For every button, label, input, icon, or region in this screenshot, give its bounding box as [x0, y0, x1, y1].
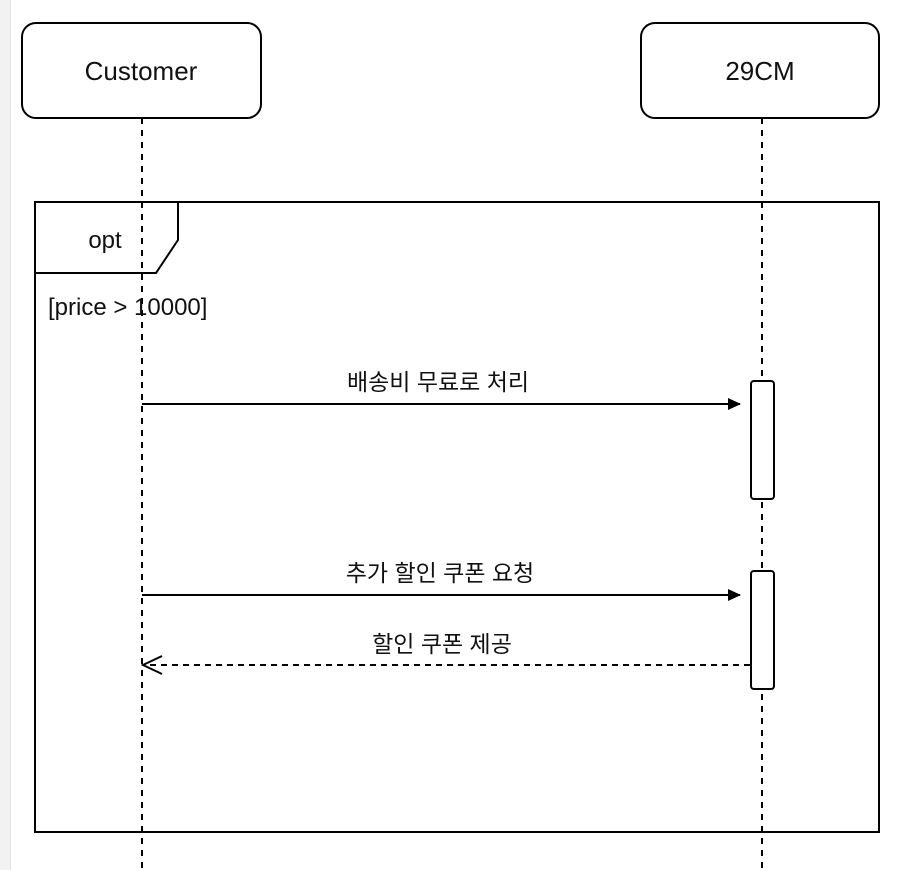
fragment-operator-label: opt: [88, 227, 122, 254]
participant-29cm-box: [640, 22, 880, 119]
participant-customer[interactable]: Customer: [21, 22, 262, 119]
participant-customer-label: Customer: [85, 56, 198, 86]
activation-bar-1: [750, 380, 775, 500]
message-provide-coupon[interactable]: 할인 쿠폰 제공: [140, 631, 750, 675]
participant-29cm-label: 29CM: [725, 56, 794, 86]
message-2-label: 추가 할인 쿠폰 요청: [346, 560, 534, 586]
message-3-label: 할인 쿠폰 제공: [372, 631, 512, 657]
message-free-shipping[interactable]: 배송비 무료로 처리: [142, 369, 741, 410]
left-margin-strip: [0, 0, 11, 870]
participant-customer-box: [21, 22, 262, 119]
return-arrowhead: [140, 655, 163, 675]
message-request-coupon[interactable]: 추가 할인 쿠폰 요청: [142, 560, 741, 601]
participant-29cm[interactable]: 29CM: [640, 22, 880, 119]
activation-bar-2: [750, 570, 775, 690]
fragment-guard-condition: [price > 10000]: [48, 294, 207, 321]
message-1-label: 배송비 무료로 처리: [347, 369, 529, 395]
opt-fragment[interactable]: opt [price > 10000]: [34, 201, 880, 833]
fragment-frame: [34, 201, 880, 833]
